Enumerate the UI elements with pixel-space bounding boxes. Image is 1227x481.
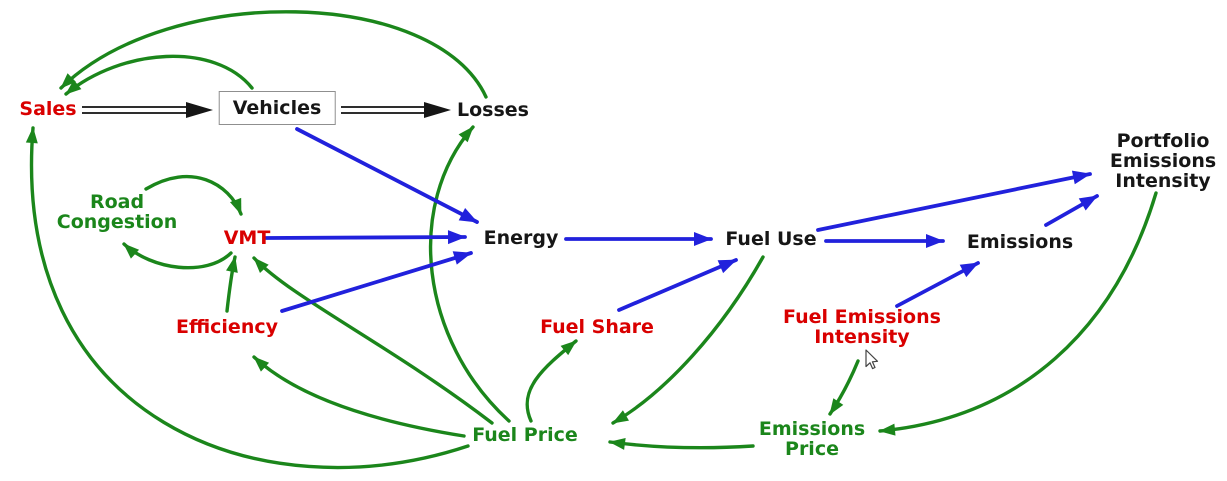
arrow-fuel-emissions-intensity-to-emissions	[895, 261, 980, 308]
arrow-emissions-to-portfolio-emissions-intensity	[1044, 194, 1099, 227]
node-label: Emissions	[966, 231, 1074, 253]
flow-vehicles-to-losses	[341, 102, 451, 118]
node-vmt[interactable]: VMT	[224, 228, 271, 248]
node-emissions[interactable]: Emissions	[967, 232, 1073, 252]
flow-arrowhead-icon	[186, 102, 213, 118]
node-energy[interactable]: Energy	[484, 228, 559, 248]
arrow-efficiency-to-vmt	[225, 255, 238, 313]
arrow-fuel-emissions-intensity-to-emissions-price	[828, 359, 860, 416]
node-label: Energy	[483, 227, 559, 249]
node-label: Sales	[19, 98, 77, 120]
node-label: Road	[89, 191, 145, 213]
node-label: Vehicles	[232, 97, 322, 119]
green-influence-arrows	[25, 10, 1158, 470]
node-label: Efficiency	[175, 316, 279, 338]
arrow-efficiency-to-energy	[280, 251, 473, 313]
node-label: VMT	[223, 227, 271, 249]
node-road-congestion[interactable]: Road Congestion	[57, 192, 178, 232]
node-emissions-price[interactable]: Emissions Price	[759, 419, 865, 459]
arrow-fuel-price-to-sales	[25, 126, 470, 470]
flow-pipe	[341, 106, 424, 114]
node-fuel-price[interactable]: Fuel Price	[472, 425, 578, 445]
arrow-fuel-share-to-fuel-use	[617, 258, 738, 312]
node-label: Fuel Emissions	[783, 306, 941, 328]
arrow-fuel-use-to-fuel-price	[611, 255, 765, 425]
arrow-fuel-use-to-portfolio-emissions-intensity	[816, 170, 1092, 232]
arrow-vehicles-to-sales	[64, 54, 254, 96]
node-label: Fuel Use	[725, 228, 817, 250]
node-label: Congestion	[56, 211, 178, 233]
node-label: Intensity	[814, 326, 910, 348]
node-label: Intensity	[1115, 170, 1211, 192]
node-sales[interactable]: Sales	[19, 99, 76, 119]
arrow-fuel-price-to-efficiency	[252, 355, 466, 438]
node-losses[interactable]: Losses	[457, 100, 529, 120]
mouse-cursor-icon	[865, 349, 879, 370]
node-label: Emissions	[758, 418, 866, 440]
arrow-road-congestion-to-vmt	[144, 174, 243, 216]
arrow-vehicles-to-energy	[295, 127, 479, 224]
node-label: Fuel Price	[472, 424, 578, 446]
flow-pipe	[82, 106, 186, 114]
node-label: Portfolio	[1116, 130, 1210, 152]
node-vehicles-stock-box[interactable]: Vehicles	[218, 91, 336, 125]
node-label: Fuel Share	[540, 316, 654, 338]
node-label: Losses	[457, 99, 529, 121]
arrow-fuel-price-to-fuel-share	[525, 339, 578, 423]
node-fuel-emissions-intensity[interactable]: Fuel Emissions Intensity	[783, 307, 941, 347]
arrow-losses-to-sales	[59, 10, 488, 99]
flow-arrowhead-icon	[424, 102, 451, 118]
blue-influence-arrows	[264, 127, 1099, 313]
flow-sales-to-vehicles	[82, 102, 213, 118]
node-efficiency[interactable]: Efficiency	[176, 317, 278, 337]
arrow-fuel-price-to-vmt	[252, 256, 494, 425]
node-fuel-share[interactable]: Fuel Share	[540, 317, 654, 337]
node-label: Price	[785, 438, 839, 460]
arrow-emissions-price-to-fuel-price	[608, 437, 755, 450]
arrow-portfolio-emissions-intensity-to-emissions-price	[878, 191, 1158, 436]
node-label: Emissions	[1109, 150, 1217, 172]
arrow-vmt-to-road-congestion	[122, 242, 233, 270]
arrow-fuel-price-to-losses	[428, 125, 511, 423]
node-fuel-use[interactable]: Fuel Use	[725, 229, 816, 249]
arrow-vmt-to-energy	[264, 230, 467, 245]
node-portfolio-emissions-intensity[interactable]: Portfolio Emissions Intensity	[1110, 131, 1216, 191]
